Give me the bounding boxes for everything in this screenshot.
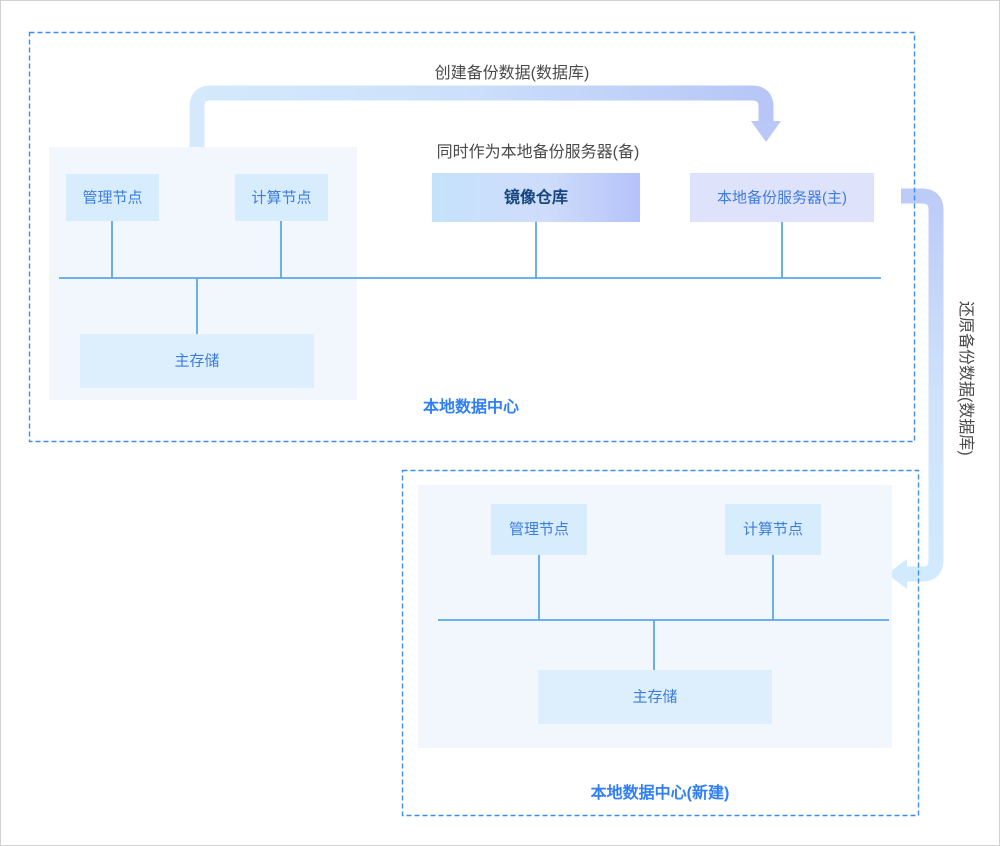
node-compute-node-2-label: 计算节点 [743, 520, 803, 538]
zone-local-dc-new-border [401, 469, 920, 817]
note-mirror-as-backup-label: 同时作为本地备份服务器(备) [437, 143, 640, 161]
node-mgmt-node-1-label: 管理节点 [82, 189, 142, 206]
flow-create-backup-label: 创建备份数据(数据库) [435, 64, 590, 82]
node-mirror-repo-label: 镜像仓库 [504, 188, 568, 207]
node-mgmt-node-1[interactable]: 管理节点 [66, 174, 159, 221]
node-compute-node-2[interactable]: 计算节点 [725, 504, 821, 555]
node-primary-storage-1-label: 主存储 [174, 352, 219, 369]
node-primary-storage-1[interactable]: 主存储 [80, 334, 314, 388]
zone-local-dc-border [28, 31, 916, 443]
node-compute-node-1[interactable]: 计算节点 [235, 174, 328, 221]
flow-restore-backup-arrow [887, 188, 944, 589]
node-local-backup-primary-label: 本地备份服务器(主) [717, 189, 847, 206]
node-local-backup-primary[interactable]: 本地备份服务器(主) [690, 173, 874, 222]
flow-create-backup-arrow [189, 85, 781, 148]
node-compute-node-1-label: 计算节点 [251, 188, 311, 206]
node-mgmt-node-2-label: 管理节点 [509, 521, 569, 538]
zone-local-data-center: 管理节点 计算节点 镜像仓库 本地备份服务器(主) 主存储 本地数据中心 [28, 31, 916, 443]
zone-local-dc-new-label: 本地数据中心(新建) [591, 783, 730, 802]
flow-restore-backup-label: 还原备份数据(数据库) [957, 301, 975, 456]
zone-local-dc-label: 本地数据中心 [423, 397, 519, 416]
zone-local-data-center-new: 管理节点 计算节点 主存储 本地数据中心(新建) [401, 469, 920, 817]
node-primary-storage-2[interactable]: 主存储 [538, 670, 772, 724]
node-mgmt-node-2[interactable]: 管理节点 [491, 504, 587, 555]
node-primary-storage-2-label: 主存储 [632, 688, 677, 705]
node-mirror-repo[interactable]: 镜像仓库 [432, 173, 640, 222]
